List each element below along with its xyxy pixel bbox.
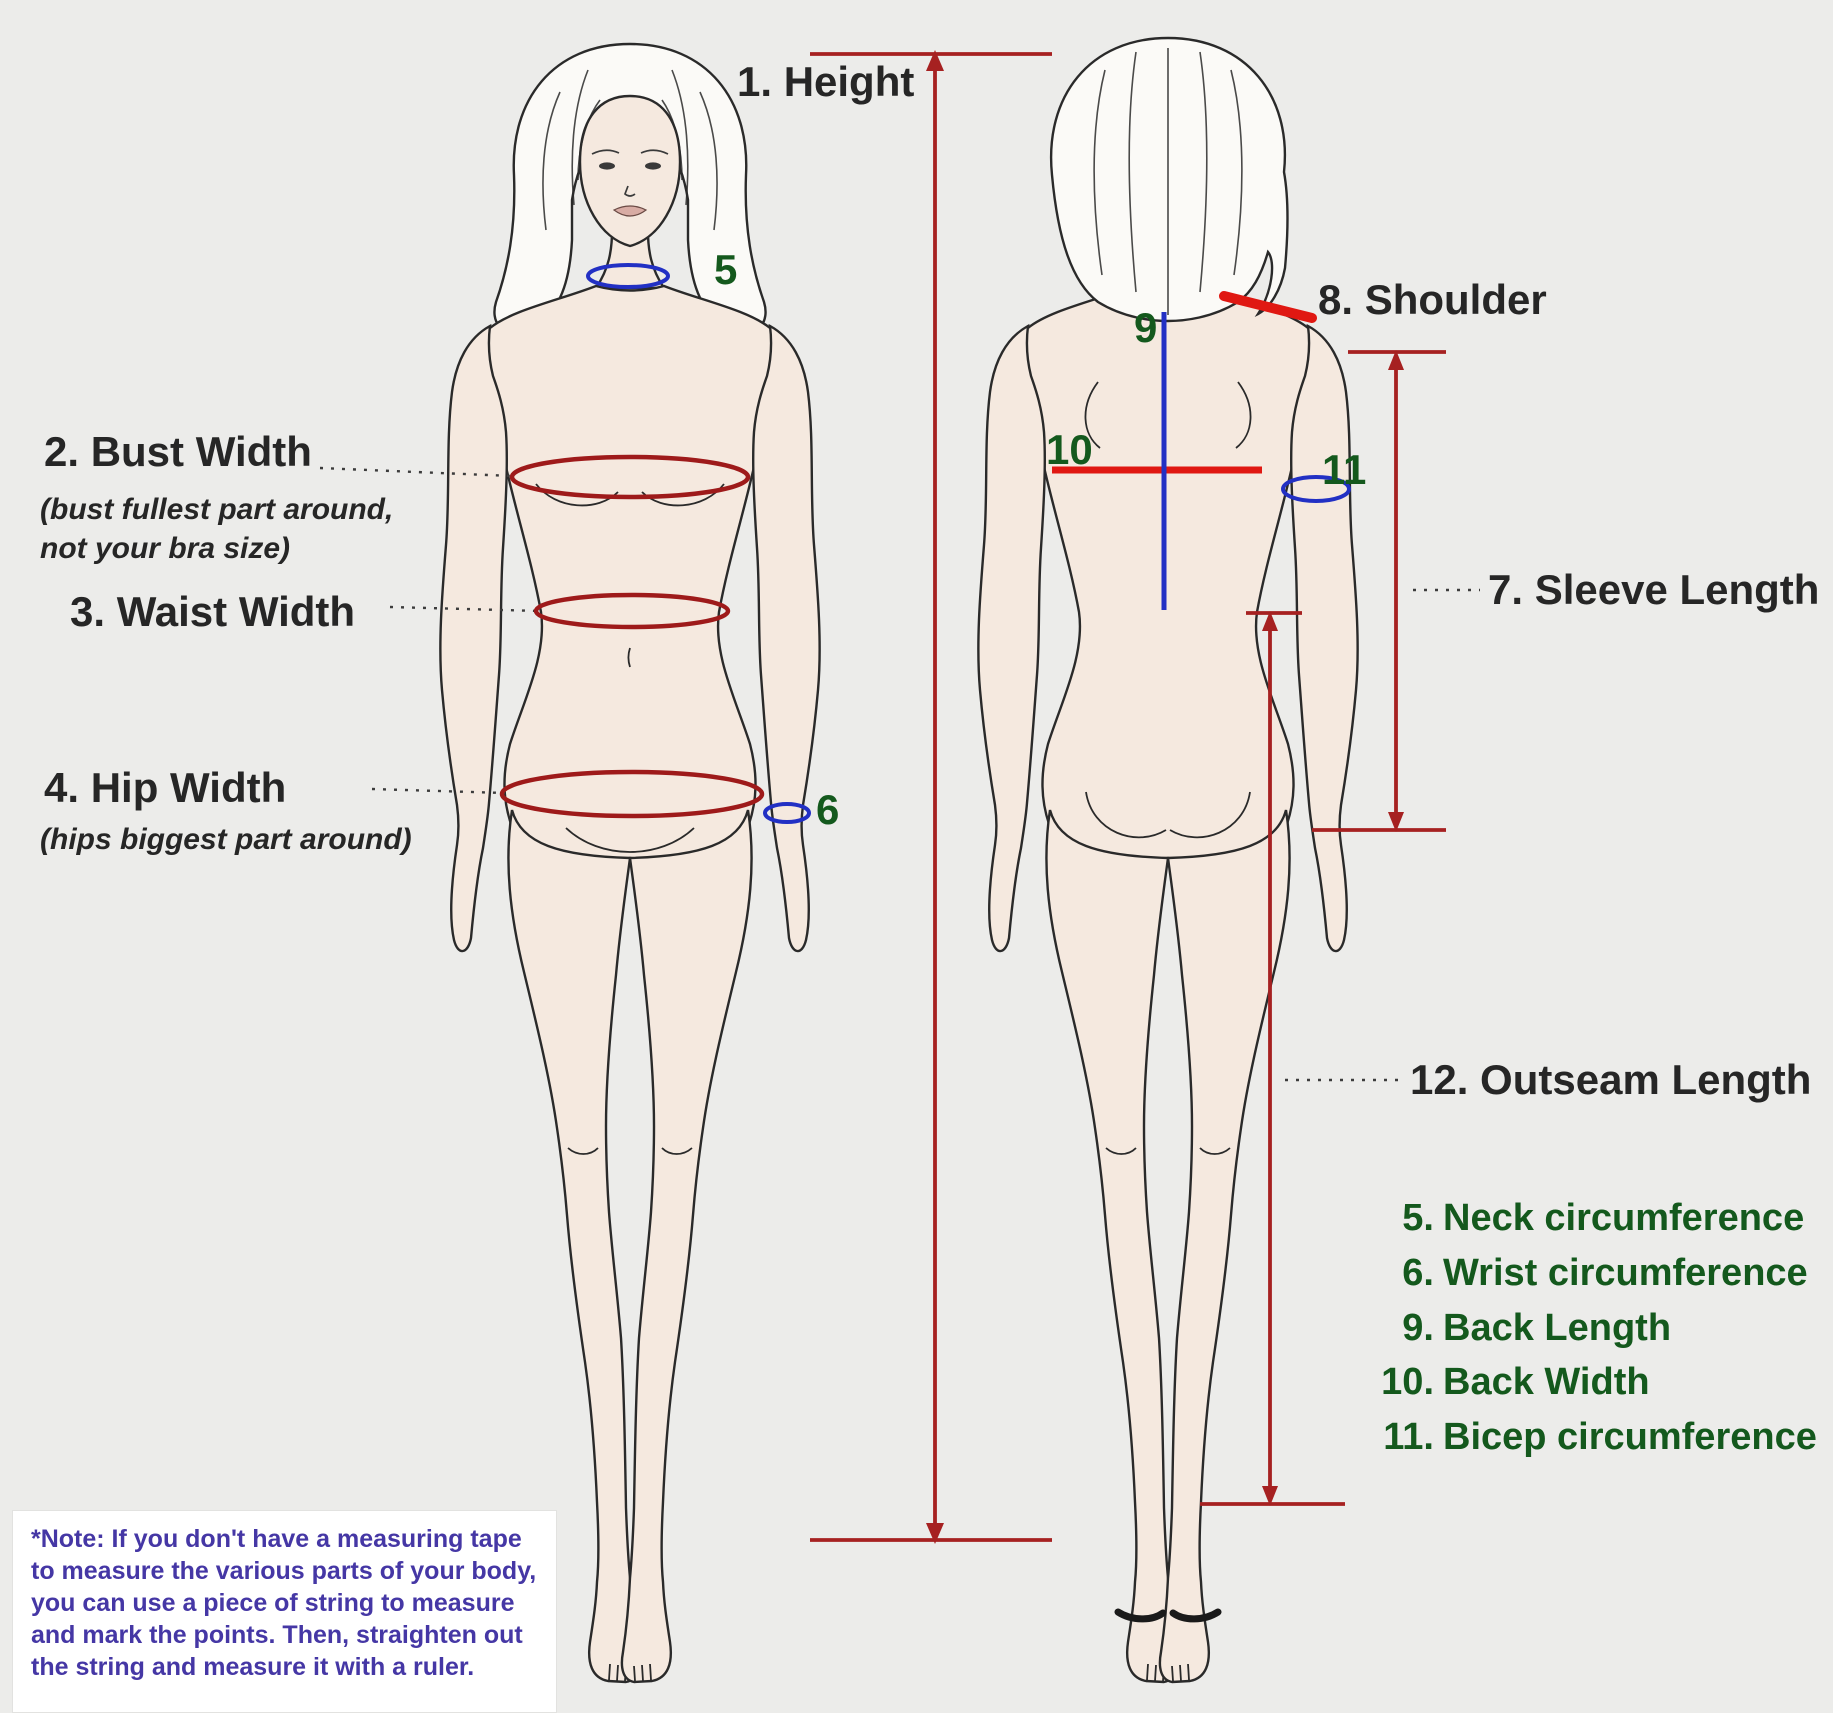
bicep-number-label: 11 (1322, 446, 1367, 493)
hip-ellipse (499, 769, 765, 819)
outseam-length-arrow (1200, 611, 1345, 1506)
outseam-label: 12. Outseam Length (1410, 1056, 1812, 1103)
legend-text: Back Width (1443, 1361, 1650, 1404)
back-length-number-label: 9 (1134, 304, 1158, 351)
legend-item-back-length: 9. Back Length (1378, 1306, 1817, 1350)
legend-text: Neck circumference (1443, 1197, 1805, 1239)
shoulder-label: 8. Shoulder (1318, 276, 1547, 323)
figure-back (977, 36, 1359, 1684)
shoulder-line (1219, 291, 1317, 323)
legend-num: 5. (1402, 1197, 1434, 1239)
height-label: 1. Height (737, 58, 915, 105)
note-text: *Note: If you don't have a measuring tap… (31, 1525, 537, 1681)
bust-label: 2. Bust Width (44, 428, 312, 475)
back-width-number-label: 10 (1046, 426, 1093, 473)
legend-text: Back Length (1443, 1306, 1672, 1349)
legend-text: Bicep circumference (1443, 1416, 1817, 1459)
waist-label: 3. Waist Width (70, 588, 356, 635)
wrist-number-label: 6 (816, 786, 840, 833)
legend-item-bicep: 11. Bicep circumference (1378, 1416, 1817, 1459)
legend-item-neck: 5. Neck circumference (1378, 1197, 1817, 1240)
height-arrow (810, 50, 1052, 1544)
hip-leader-line (371, 787, 506, 795)
bicep-ellipse (1281, 475, 1351, 503)
legend-num: 11. (1383, 1416, 1434, 1459)
legend: 5. Neck circumference 6. Wrist circumfer… (1378, 1197, 1817, 1472)
sleeve-length-arrow (1312, 350, 1446, 832)
sleeve-label: 7. Sleeve Length (1488, 566, 1820, 613)
neck-number-label: 5 (714, 246, 738, 293)
bust-sublabel: (bust fullest part around, not your bra … (40, 493, 394, 565)
hip-sublabel: (hips biggest part around) (40, 823, 412, 856)
figure-front (439, 42, 821, 1684)
waist-ellipse (533, 592, 731, 630)
hip-label: 4. Hip Width (44, 764, 287, 811)
bust-ellipse (509, 454, 751, 500)
legend-item-back-width: 10. Back Width (1378, 1362, 1817, 1404)
measurement-marks (319, 50, 1480, 1544)
legend-item-wrist: 6. Wrist circumference (1378, 1251, 1817, 1295)
wrist-ellipse (763, 802, 811, 824)
legend-num: 6. (1402, 1251, 1434, 1294)
neck-ellipse (586, 263, 670, 289)
note-box: *Note: If you don't have a measuring tap… (12, 1510, 557, 1713)
legend-text: Wrist circumference (1443, 1251, 1808, 1294)
legend-num: 9. (1402, 1306, 1434, 1349)
legend-num: 10. (1381, 1361, 1434, 1404)
